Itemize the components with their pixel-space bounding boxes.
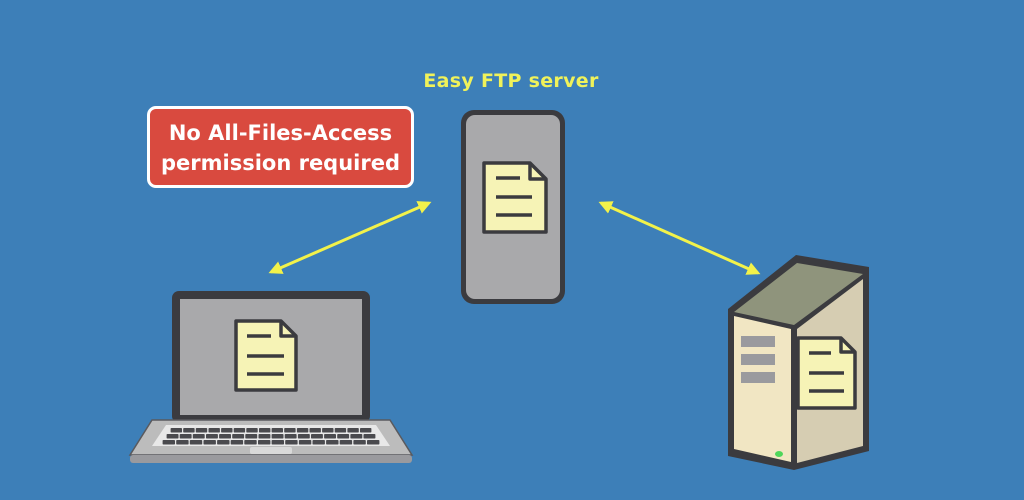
keyboard-key [219, 434, 231, 439]
keyboard-key [271, 434, 284, 439]
keyboard-key [347, 428, 359, 433]
arrow-phone-laptop [268, 201, 432, 274]
keyboard-key [285, 440, 298, 445]
keyboard-key [217, 440, 230, 445]
keyboard-key [298, 440, 312, 445]
keyboard-key [271, 440, 284, 445]
power-led-icon [775, 451, 783, 457]
keyboard-key [339, 440, 353, 445]
keyboard-key [324, 434, 336, 439]
smartphone-icon [461, 110, 565, 304]
keyboard-key [245, 434, 258, 439]
keyboard-key [312, 440, 325, 445]
permission-badge: No All-Files-Access permission required [147, 106, 414, 188]
keyboard-key [337, 434, 350, 439]
keyboard-key [170, 428, 182, 433]
badge-line-2: permission required [160, 151, 400, 175]
document-icon [796, 336, 857, 410]
keyboard-key [176, 440, 189, 445]
keyboard-key [221, 428, 233, 433]
keyboard-key [309, 428, 321, 433]
keyboard-key [296, 428, 309, 433]
keyboard-key [363, 434, 376, 439]
keyboard-key [271, 428, 283, 433]
arrow-phone-server [598, 201, 761, 275]
keyboard-key [353, 440, 366, 445]
keyboard-key [203, 440, 216, 445]
keyboard-key [162, 440, 175, 445]
document-icon [482, 161, 548, 234]
keyboard-key [258, 434, 271, 439]
keyboard-key [334, 428, 347, 433]
keyboard-key [244, 440, 257, 445]
badge-line-1: No All-Files-Access [168, 121, 393, 145]
app-title: Easy FTP server [423, 70, 599, 92]
keyboard-key [192, 434, 205, 439]
keyboard-key [208, 428, 220, 433]
keyboard-key [284, 434, 297, 439]
keyboard-key [360, 428, 372, 433]
keyboard-key [322, 428, 334, 433]
document-icon [234, 319, 298, 392]
keyboard-key [206, 434, 218, 439]
keyboard-key [230, 440, 244, 445]
keyboard-key [232, 434, 245, 439]
keyboard-key [350, 434, 363, 439]
keyboard-key [183, 428, 195, 433]
keyboard-key [166, 434, 179, 439]
keyboard-key [326, 440, 339, 445]
keyboard-keys [162, 428, 380, 445]
keyboard-key [246, 428, 258, 433]
keyboard-key [284, 428, 296, 433]
keyboard-key [297, 434, 310, 439]
keyboard-key [179, 434, 192, 439]
keyboard-key [233, 428, 246, 433]
laptop-icon [128, 291, 414, 463]
keyboard-key [195, 428, 208, 433]
keyboard-key [367, 440, 380, 445]
keyboard-key [189, 440, 203, 445]
keyboard-key [311, 434, 323, 439]
server-tower-icon [728, 255, 869, 470]
keyboard-key [259, 428, 271, 433]
keyboard-key [258, 440, 271, 445]
